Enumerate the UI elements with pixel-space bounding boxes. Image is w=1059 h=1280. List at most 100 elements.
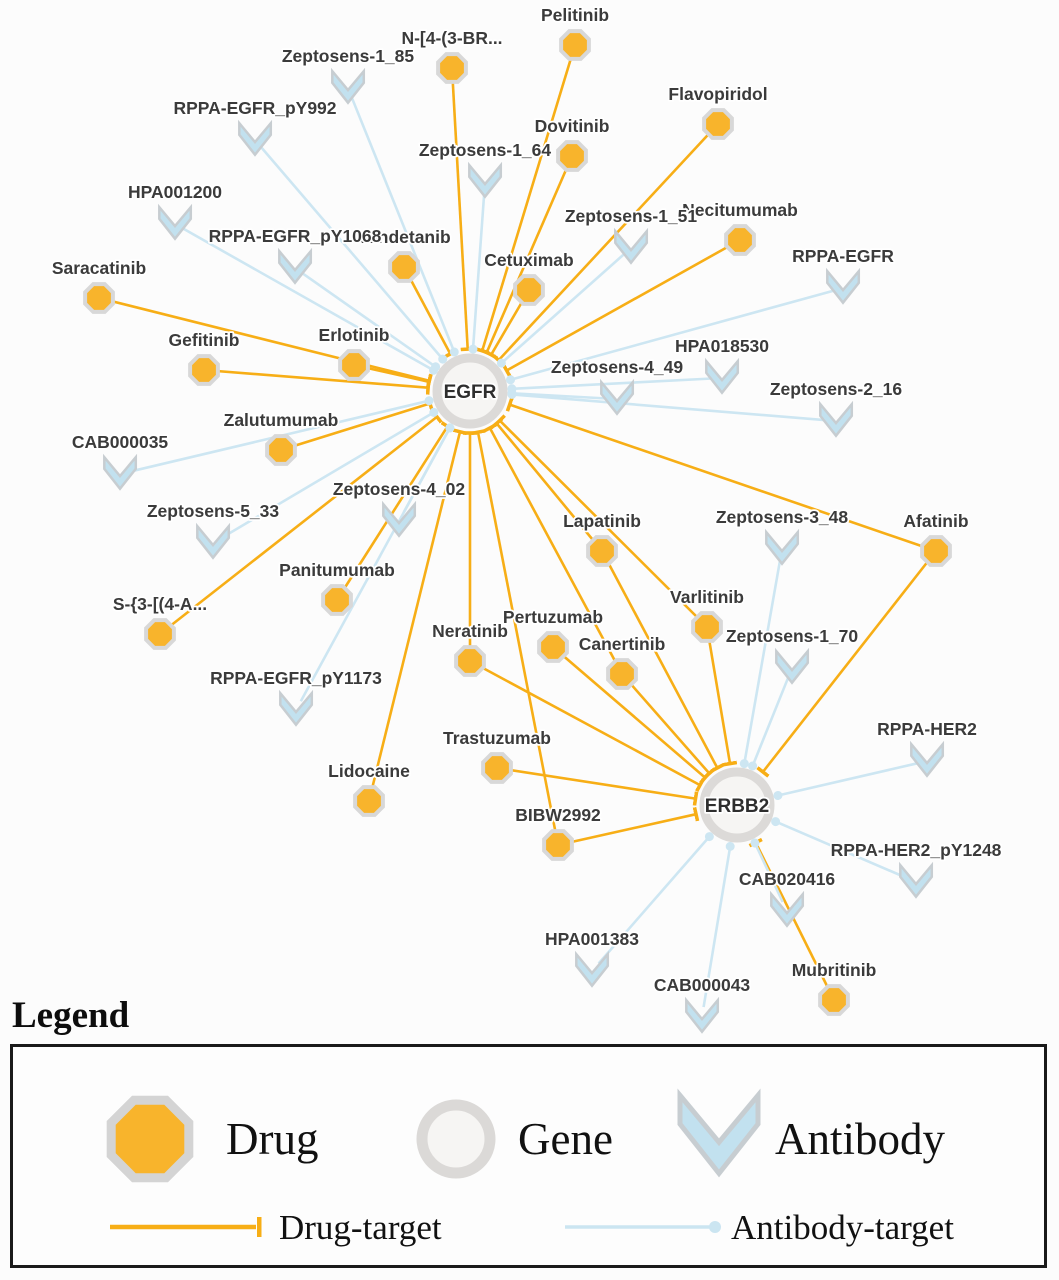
- drug-target-edge: [482, 423, 624, 675]
- antibody-node: [600, 378, 635, 416]
- antibody-label: Zeptosens-1_64: [419, 140, 552, 160]
- drug-target-edge: [748, 837, 836, 1001]
- antibody-node: [382, 500, 417, 538]
- drug-label: Zalutumumab: [224, 410, 339, 430]
- antibody-label: Zeptosens-1_70: [726, 626, 859, 646]
- drug-node: [513, 274, 545, 306]
- antibody-target-edge: [750, 838, 784, 903]
- antibody-label: Zeptosens-1_85: [282, 46, 415, 66]
- antibody-label: HPA018530: [675, 336, 769, 356]
- antibody-node: [775, 647, 810, 685]
- antibody-label: CAB000043: [654, 975, 751, 995]
- drug-label: Canertinib: [579, 634, 666, 654]
- antibody-target-edge: [350, 96, 459, 357]
- legend-canvas: Drug Gene Antibody Drug-target Antibody-…: [106, 1088, 954, 1247]
- drug-target-edge: [600, 550, 725, 773]
- antibody-target-edge: [506, 289, 834, 385]
- legend-panel: Drug Gene Antibody Drug-target Antibody-…: [10, 1044, 1047, 1268]
- drug-target-edge: [501, 238, 741, 378]
- drug-target-edge: [474, 44, 577, 355]
- drug-node: [559, 29, 591, 61]
- drug-node: [606, 658, 638, 690]
- legend-drug-label: Drug: [226, 1114, 318, 1164]
- drug-node: [144, 618, 176, 650]
- drug-node: [338, 349, 370, 381]
- drug-label: Neratinib: [432, 621, 508, 641]
- drug-label: Lapatinib: [563, 511, 641, 531]
- drug-label: Necitumumab: [682, 200, 798, 220]
- antibody-legend-icon: [677, 1088, 761, 1178]
- drug-target-edge: [159, 410, 443, 636]
- drug-target-edge: [450, 67, 475, 352]
- antibody-label: Zeptosens-4_49: [551, 357, 684, 377]
- antibody-target-edge: [748, 676, 790, 771]
- drug-target-edge: [492, 123, 719, 367]
- antibody-node: [765, 528, 800, 566]
- drug-node: [388, 251, 420, 283]
- antibody-target-edge: [702, 841, 735, 1008]
- antibody-target-edge: [220, 407, 439, 540]
- antibody-label: CAB000035: [72, 432, 169, 452]
- nodes-layer: [83, 29, 952, 1034]
- drug-node: [691, 611, 723, 643]
- antibody-node: [614, 227, 649, 265]
- drug-target-edge: [280, 396, 434, 452]
- drug-node: [920, 535, 952, 567]
- legend-gene-label: Gene: [518, 1114, 613, 1164]
- drug-label: Pelitinib: [541, 5, 609, 25]
- antibody-label: RPPA-EGFR_pY1068: [209, 226, 382, 246]
- antibody-node: [278, 247, 313, 285]
- drug-label: Varlitinib: [670, 587, 744, 607]
- drug-label: BIBW2992: [515, 805, 601, 825]
- antibody-target-edge: [468, 191, 486, 354]
- drug-legend-icon: [106, 1095, 194, 1183]
- legend-antibody-label: Antibody: [775, 1114, 946, 1164]
- antibody-node: [158, 203, 193, 241]
- antibody-label: Zeptosens-3_48: [716, 507, 849, 527]
- drug-target-edge: [496, 766, 699, 806]
- antibody-label: RPPA-HER2: [877, 719, 977, 739]
- antibody-target-edge: [299, 423, 455, 702]
- antibody-target-edge: [507, 389, 827, 422]
- drug-node: [481, 752, 513, 784]
- antibody-target-dot-icon: [709, 1221, 721, 1233]
- drug-label: N-[4-(3-BR...: [401, 28, 502, 48]
- drug-label: Panitumumab: [279, 560, 395, 580]
- antibody-label: CAB020416: [739, 869, 836, 889]
- drug-target-edge: [557, 806, 700, 847]
- antibody-label: HPA001383: [545, 929, 639, 949]
- antibody-target-edge: [183, 227, 438, 375]
- drug-label: Trastuzumab: [443, 728, 551, 748]
- antibody-node: [826, 267, 861, 305]
- antibody-label: HPA001200: [128, 182, 222, 202]
- drug-label: Dovitinib: [535, 116, 610, 136]
- drug-label: Saracatinib: [52, 258, 146, 278]
- legend-title: Legend: [12, 995, 130, 1036]
- drug-label: Vandetanib: [357, 227, 450, 247]
- legend-drug-target-label: Drug-target: [279, 1208, 442, 1247]
- antibody-target-edge: [507, 377, 713, 394]
- antibody-target-edge: [496, 253, 625, 368]
- gene-legend-icon: [416, 1099, 496, 1179]
- network-canvas: EGFRERBB2PelitinibN-[4-(3-BR...Flavopiri…: [50, 3, 1003, 1034]
- drug-target-edge: [490, 417, 604, 552]
- antibody-label: Zeptosens-1_51: [565, 206, 698, 226]
- drug-target-edge: [493, 414, 708, 628]
- gene-node: [699, 767, 775, 843]
- gene-node: [432, 353, 508, 429]
- drug-label: Lidocaine: [328, 761, 410, 781]
- drug-label: Erlotinib: [319, 325, 390, 345]
- drug-label: Gefitinib: [169, 330, 240, 350]
- antibody-node: [899, 861, 934, 899]
- drug-node: [83, 282, 115, 314]
- drug-node: [454, 645, 486, 677]
- antibody-target-edge: [507, 388, 608, 400]
- antibody-label: Zeptosens-4_02: [333, 479, 466, 499]
- antibody-node: [238, 119, 273, 157]
- antibody-label: RPPA-EGFR_pY1173: [210, 668, 382, 688]
- antibody-node: [685, 996, 720, 1034]
- antibody-node: [279, 689, 314, 727]
- drug-target-edge: [505, 397, 937, 553]
- antibody-node: [705, 357, 740, 395]
